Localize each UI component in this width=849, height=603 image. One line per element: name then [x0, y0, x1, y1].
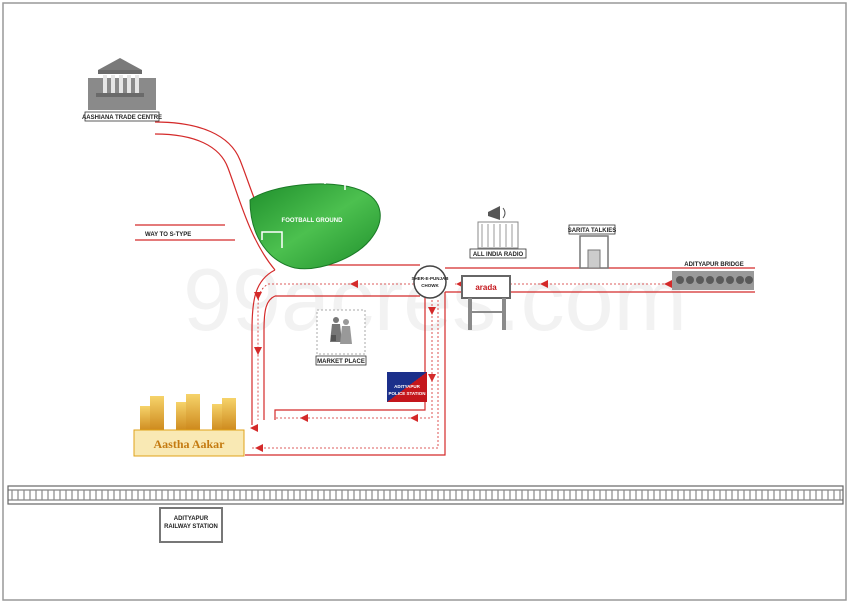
- radio-station-icon: [477, 206, 519, 249]
- chowk-label-line2: CHOWK: [421, 283, 439, 288]
- football-ground-label: FOOTBALL GROUND: [282, 218, 344, 224]
- bridge-icon: [672, 271, 754, 290]
- signboard-logo: arada: [475, 283, 497, 292]
- bridge-label: ADITYAPUR BRIDGE: [684, 262, 743, 268]
- chowk-roundabout: [413, 265, 447, 299]
- trade-centre-label: AASHIANA TRADE CENTRE: [82, 115, 162, 121]
- football-ground-icon: [249, 175, 381, 270]
- railway-station-box: [159, 507, 223, 543]
- project-buildings-icon: [133, 394, 245, 457]
- police-label-line2: POLICE STATION: [388, 391, 425, 396]
- project-name: Aastha Aakar: [153, 437, 225, 451]
- police-station-icon: [387, 372, 427, 402]
- market-place-icon: [316, 309, 366, 355]
- railway-ties: [11, 490, 841, 500]
- railway-label-line1: ADITYAPUR: [174, 516, 209, 522]
- radio-label: ALL INDIA RADIO: [473, 252, 524, 258]
- chowk-label-line1: SHER-E-PUNJAB: [411, 276, 449, 281]
- cinema-icon: [579, 235, 609, 269]
- police-label-line1: ADITYAPUR: [394, 384, 421, 389]
- signboard-icon: [461, 275, 511, 330]
- railway-label-line2: RAILWAY STATION: [164, 524, 218, 530]
- way-s-type-label: WAY TO S-TYPE: [145, 232, 191, 238]
- sarita-talkies-label: SARITA TALKIES: [568, 228, 617, 234]
- market-place-label: MARKET PLACE: [317, 359, 365, 365]
- trade-centre-icon: [88, 58, 156, 110]
